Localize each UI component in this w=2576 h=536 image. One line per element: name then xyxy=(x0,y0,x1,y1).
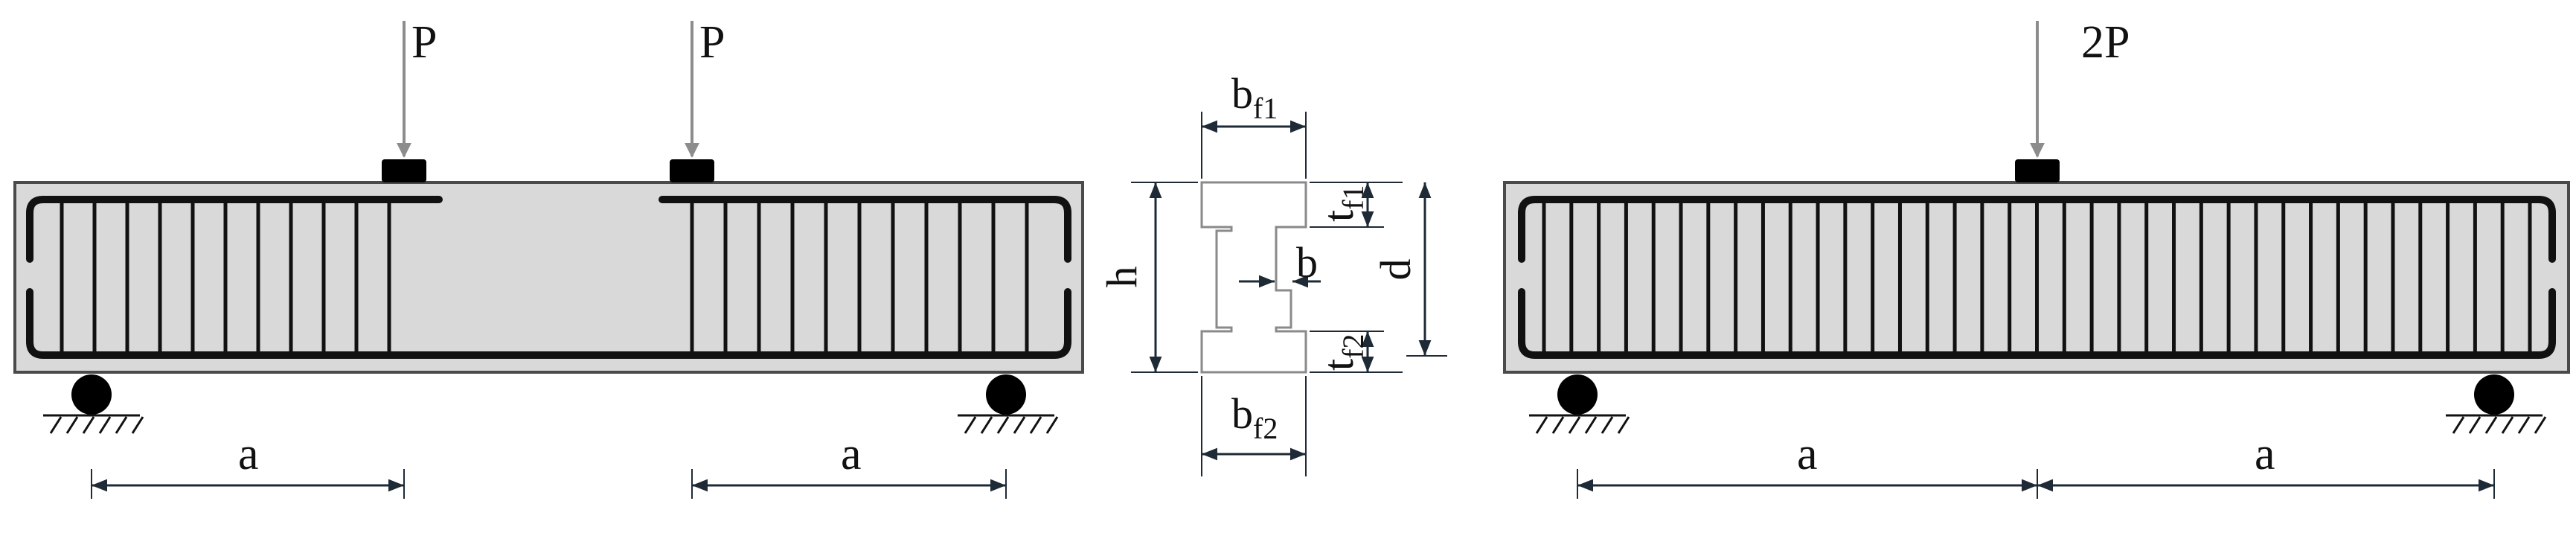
left-beam-bottom-bar xyxy=(26,288,1071,359)
right-span-dimensions: a a xyxy=(1577,429,2495,499)
ground-hatch xyxy=(1568,416,1581,434)
left-load-plates xyxy=(382,159,714,182)
ground-hatch xyxy=(1045,416,1059,434)
ground-hatch xyxy=(1584,416,1598,434)
ground-hatch xyxy=(2501,416,2514,434)
shear-span-label-left: a xyxy=(1797,429,1818,479)
ground-hatch xyxy=(131,416,144,434)
ground-hatch xyxy=(98,416,112,434)
left-beam-stirrups xyxy=(60,201,1029,355)
load-label-left: P xyxy=(411,17,437,68)
ground-hatch xyxy=(65,416,79,434)
left-beam-supports xyxy=(43,374,1059,434)
ground-hatch xyxy=(115,416,128,434)
left-beam-body xyxy=(13,181,1084,374)
height-label: h xyxy=(1098,267,1146,288)
load-plate xyxy=(2015,159,2060,182)
right-beam-stirrups xyxy=(1542,201,2532,355)
top-flange-width-label: bf1 xyxy=(1231,69,1278,125)
roller-support xyxy=(986,374,1026,415)
ground-hatch xyxy=(2452,416,2465,434)
load-plate xyxy=(670,159,714,182)
ground-hatch xyxy=(1551,416,1565,434)
effective-depth-label: d xyxy=(1371,259,1420,281)
left-beam-top-bars xyxy=(26,196,1071,263)
cross-section: bf1 bf2 h b tf1 tf2 d xyxy=(1098,69,1447,476)
ground-hatch xyxy=(1601,416,1614,434)
ground-hatch xyxy=(1617,416,1630,434)
i-section-outline xyxy=(1200,181,1307,374)
right-beam: 2P a a xyxy=(1503,17,2570,499)
ground-hatch xyxy=(996,416,1010,434)
web-width-label: b xyxy=(1296,238,1318,287)
bottom-flange-thickness-label: tf2 xyxy=(1314,334,1370,371)
ground-hatch xyxy=(2517,416,2531,434)
right-beam-supports xyxy=(1529,374,2547,434)
left-load-arrows xyxy=(397,21,699,158)
load-label-right: P xyxy=(699,17,725,68)
load-label: 2P xyxy=(2081,17,2130,68)
left-top-bar-right xyxy=(659,196,1071,263)
left-top-bar-left xyxy=(26,196,443,263)
ground-hatch xyxy=(2484,416,2498,434)
ground-hatch xyxy=(1535,416,1548,434)
ground-hatch xyxy=(980,416,993,434)
ground-hatch xyxy=(2534,416,2547,434)
ground-hatch xyxy=(2468,416,2482,434)
left-span-dimensions: a a xyxy=(91,429,1007,499)
left-beam: P P a a xyxy=(13,17,1084,499)
ground-hatch xyxy=(964,416,977,434)
ground-hatch xyxy=(1029,416,1042,434)
roller-support xyxy=(2474,374,2514,415)
shear-span-label-left: a xyxy=(238,429,259,479)
ground-hatch xyxy=(49,416,63,434)
top-flange-thickness-label: tf1 xyxy=(1314,185,1370,222)
shear-span-label-right: a xyxy=(841,429,862,479)
ground-hatch xyxy=(82,416,95,434)
right-beam-top-bar xyxy=(1518,196,2556,263)
ground-hatch xyxy=(1013,416,1026,434)
shear-span-label-right: a xyxy=(2255,429,2275,479)
roller-support xyxy=(1557,374,1598,415)
bottom-flange-width-label: bf2 xyxy=(1231,389,1278,445)
roller-support xyxy=(71,374,112,415)
right-beam-bottom-bar xyxy=(1518,288,2556,359)
load-plate xyxy=(382,159,426,182)
